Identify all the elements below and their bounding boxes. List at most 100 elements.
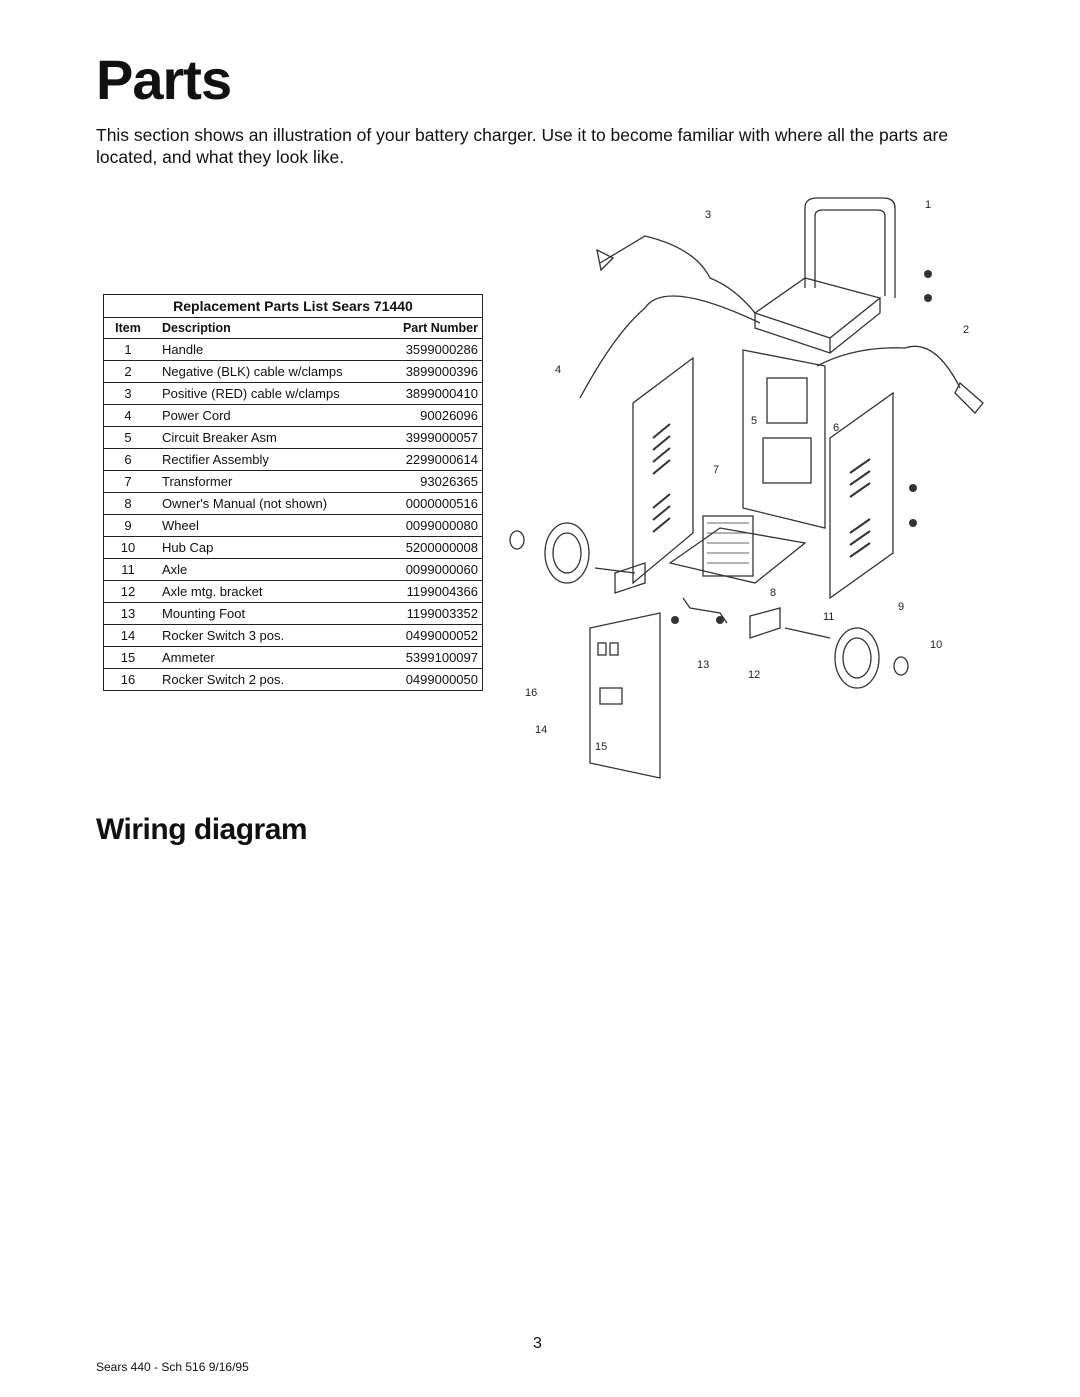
description-cell: Rocker Switch 2 pos. bbox=[152, 668, 374, 691]
part-number-cell: 0000000516 bbox=[374, 492, 483, 515]
callout-label: 13 bbox=[697, 659, 709, 671]
part-number-cell: 3999000057 bbox=[374, 426, 483, 449]
axle-bracket-drawing bbox=[614, 562, 781, 639]
part-number-cell: 0099000080 bbox=[374, 514, 483, 537]
item-cell: 1 bbox=[103, 338, 152, 361]
right-panel-drawing bbox=[829, 391, 894, 600]
header-item: Item bbox=[103, 317, 152, 339]
item-cell: 14 bbox=[103, 624, 152, 647]
parts-table-caption: Replacement Parts List Sears 71440 bbox=[103, 294, 483, 318]
ammeter-drawing bbox=[599, 687, 623, 705]
battery-cables-drawing bbox=[599, 235, 961, 389]
description-cell: Axle mtg. bracket bbox=[152, 580, 374, 603]
part-number-cell: 0499000050 bbox=[374, 668, 483, 691]
replacement-parts-table: Replacement Parts List Sears 71440 Item … bbox=[103, 294, 483, 691]
part-number-cell: 5399100097 bbox=[374, 646, 483, 669]
hub-cap-drawing bbox=[509, 530, 525, 550]
item-cell: 7 bbox=[103, 470, 152, 493]
callout-label: 15 bbox=[595, 741, 607, 753]
right-wheel-drawing bbox=[834, 627, 880, 689]
callout-label: 3 bbox=[705, 209, 711, 221]
description-cell: Wheel bbox=[152, 514, 374, 537]
front-panel-drawing bbox=[589, 612, 661, 779]
front-frame-drawing bbox=[742, 349, 826, 529]
callout-label: 1 bbox=[925, 199, 931, 211]
part-number-cell: 2299000614 bbox=[374, 448, 483, 471]
part-number-cell: 3599000286 bbox=[374, 338, 483, 361]
item-cell: 8 bbox=[103, 492, 152, 515]
description-cell: Rectifier Assembly bbox=[152, 448, 374, 471]
circuit-breaker-drawing bbox=[766, 377, 808, 424]
wiring-diagram-heading: Wiring diagram bbox=[96, 813, 308, 846]
description-cell: Ammeter bbox=[152, 646, 374, 669]
base-plate-drawing bbox=[668, 527, 807, 584]
part-number-cell: 0099000060 bbox=[374, 558, 483, 581]
part-number-cell: 0499000052 bbox=[374, 624, 483, 647]
description-cell: Owner's Manual (not shown) bbox=[152, 492, 374, 515]
item-cell: 6 bbox=[103, 448, 152, 471]
handle-drawing bbox=[804, 197, 896, 298]
part-number-cell: 1199003352 bbox=[374, 602, 483, 625]
item-cell: 15 bbox=[103, 646, 152, 669]
hub-cap-drawing bbox=[893, 656, 909, 676]
clamp-drawing bbox=[596, 248, 984, 414]
item-cell: 3 bbox=[103, 382, 152, 405]
transformer-drawing bbox=[702, 515, 754, 577]
callout-label: 10 bbox=[930, 639, 942, 651]
description-cell: Positive (RED) cable w/clamps bbox=[152, 382, 374, 405]
description-cell: Circuit Breaker Asm bbox=[152, 426, 374, 449]
item-cell: 13 bbox=[103, 602, 152, 625]
rocker-switch-drawing bbox=[597, 642, 607, 656]
callout-label: 7 bbox=[713, 464, 719, 476]
item-cell: 11 bbox=[103, 558, 152, 581]
item-cell: 10 bbox=[103, 536, 152, 559]
item-cell: 12 bbox=[103, 580, 152, 603]
header-part-number: Part Number bbox=[374, 317, 483, 339]
exploded-parts-diagram: 1 2 3 4 5 6 7 8 9 10 11 12 13 14 15 16 bbox=[509, 197, 984, 779]
part-number-cell: 5200000008 bbox=[374, 536, 483, 559]
description-cell: Hub Cap bbox=[152, 536, 374, 559]
item-cell: 9 bbox=[103, 514, 152, 537]
description-cell: Power Cord bbox=[152, 404, 374, 427]
top-cover-drawing bbox=[753, 277, 882, 354]
description-cell: Rocker Switch 3 pos. bbox=[152, 624, 374, 647]
item-cell: 5 bbox=[103, 426, 152, 449]
item-cell: 16 bbox=[103, 668, 152, 691]
part-number-cell: 90026096 bbox=[374, 404, 483, 427]
item-cell: 4 bbox=[103, 404, 152, 427]
callout-label: 12 bbox=[748, 669, 760, 681]
intro-paragraph: This section shows an illustration of yo… bbox=[96, 125, 949, 167]
description-cell: Transformer bbox=[152, 470, 374, 493]
part-number-cell: 93026365 bbox=[374, 470, 483, 493]
description-cell: Mounting Foot bbox=[152, 602, 374, 625]
callout-label: 14 bbox=[535, 724, 547, 736]
callout-label: 4 bbox=[555, 364, 561, 376]
description-cell: Negative (BLK) cable w/clamps bbox=[152, 360, 374, 383]
footer-text: Sears 440 - Sch 516 9/16/95 bbox=[96, 1360, 249, 1374]
callout-label: 8 bbox=[770, 587, 776, 599]
mounting-foot-drawing bbox=[682, 597, 728, 624]
page-title: Parts bbox=[96, 48, 232, 111]
callout-label: 6 bbox=[833, 422, 839, 434]
part-number-cell: 3899000396 bbox=[374, 360, 483, 383]
page-number: 3 bbox=[533, 1335, 542, 1352]
callout-label: 5 bbox=[751, 415, 757, 427]
left-panel-drawing bbox=[632, 356, 694, 585]
header-description: Description bbox=[152, 317, 374, 339]
